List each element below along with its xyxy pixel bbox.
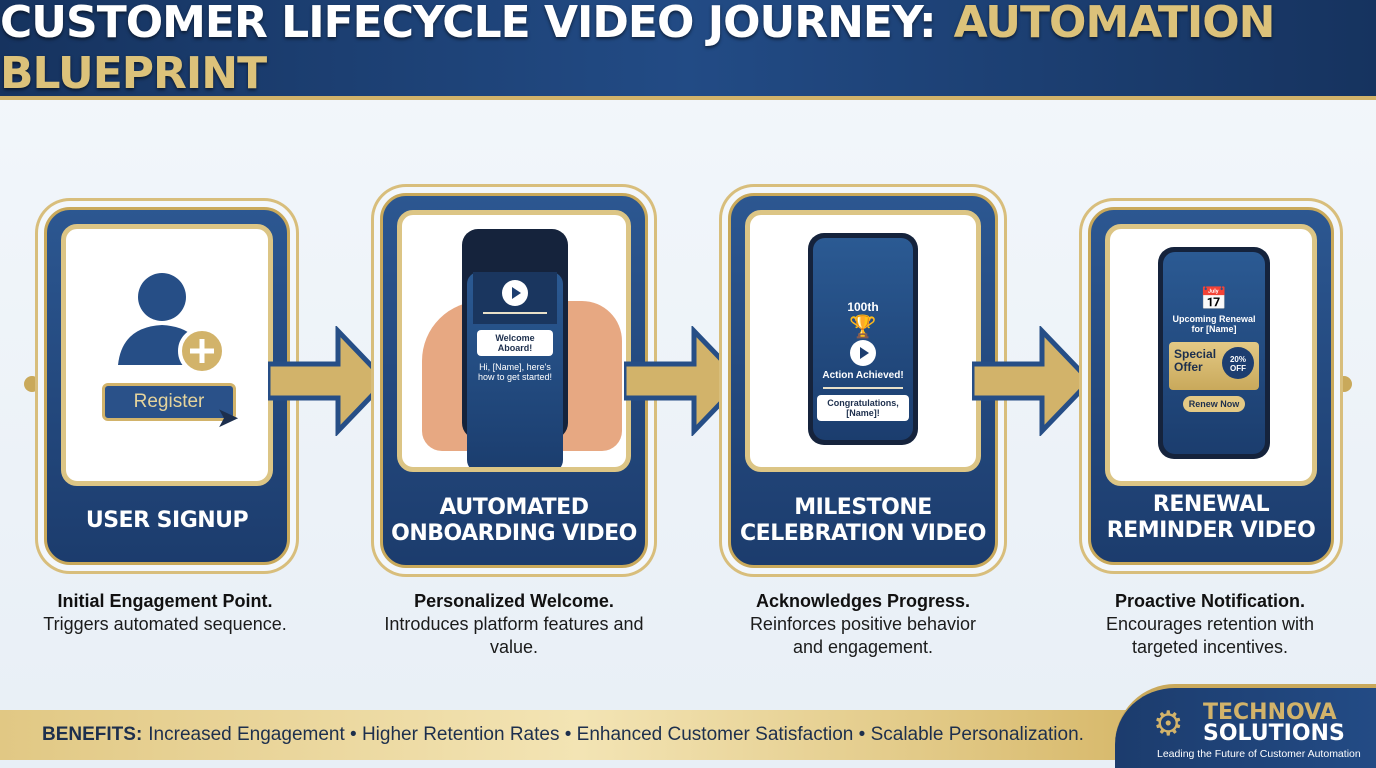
register-button: Register — [102, 383, 236, 421]
header: CUSTOMER LIFECYCLE VIDEO JOURNEY:AUTOMAT… — [0, 0, 1376, 100]
discount-badge: 20% OFF — [1222, 347, 1254, 379]
user-add-icon — [118, 273, 226, 375]
trophy-icon: 🏆 — [849, 314, 877, 339]
step-card-user-signup: Register ➤ USER SIGNUP — [44, 207, 290, 565]
step-card-milestone: 100th 🏆 Action Achieved! Congratulations… — [728, 193, 998, 568]
video-progress — [823, 387, 903, 389]
arrow-right-icon — [972, 326, 1092, 436]
welcome-pill: Welcome Aboard! — [477, 330, 553, 356]
screen-heading: Action Achieved! — [822, 370, 904, 381]
cursor-icon: ➤ — [216, 402, 240, 433]
connector-dot — [1336, 376, 1352, 392]
step-card-renewal: 📅 Upcoming Renewal for [Name] Special Of… — [1088, 207, 1334, 565]
step-description: Proactive Notification.Encourages retent… — [1105, 591, 1315, 657]
calendar-clock-icon: 📅 — [1200, 286, 1228, 311]
congrats-pill: Congratulations, [Name]! — [817, 395, 909, 421]
step-card-onboarding: Welcome Aboard! Hi, [Name], here's how t… — [380, 193, 648, 568]
step-image-frame: Welcome Aboard! Hi, [Name], here's how t… — [397, 210, 631, 472]
gear-play-icon: ⚙ — [1153, 705, 1184, 743]
phone-mockup: 📅 Upcoming Renewal for [Name] Special Of… — [1158, 247, 1270, 459]
renew-now-button: Renew Now — [1183, 396, 1245, 412]
video-progress — [483, 312, 547, 314]
phone-mockup: 100th 🏆 Action Achieved! Congratulations… — [808, 233, 918, 445]
step-label: MILESTONE CELEBRATION VIDEO — [740, 495, 986, 546]
play-icon — [502, 280, 528, 306]
connector-dot — [24, 376, 40, 392]
step-image-frame: 100th 🏆 Action Achieved! Congratulations… — [745, 210, 981, 472]
step-description: Personalized Welcome.Introduces platform… — [384, 591, 644, 657]
step-image-frame: 📅 Upcoming Renewal for [Name] Special Of… — [1105, 224, 1317, 486]
page-title: CUSTOMER LIFECYCLE VIDEO JOURNEY:AUTOMAT… — [0, 0, 1275, 99]
step-label: AUTOMATED ONBOARDING VIDEO — [391, 495, 637, 546]
phone-mockup: Welcome Aboard! Hi, [Name], here's how t… — [462, 229, 568, 467]
screen-text: Hi, [Name], here's how to get started! — [477, 362, 553, 382]
benefits-bar: BENEFITS:Increased Engagement • Higher R… — [0, 710, 1160, 760]
milestone-badge: 100th — [847, 300, 879, 314]
arrow-right-icon — [268, 326, 388, 436]
arrow-right-icon — [624, 326, 744, 436]
logo-tagline: Leading the Future of Customer Automatio… — [1157, 748, 1361, 760]
step-label: RENEWAL REMINDER VIDEO — [1106, 492, 1316, 543]
step-image-frame: Register ➤ — [61, 224, 273, 486]
step-label: USER SIGNUP — [85, 508, 249, 533]
screen-heading: Upcoming Renewal for [Name] — [1172, 314, 1256, 334]
step-description: Initial Engagement Point.Triggers automa… — [43, 591, 287, 634]
step-description: Acknowledges Progress.Reinforces positiv… — [749, 591, 977, 657]
play-icon — [850, 340, 876, 366]
special-offer-banner: Special Offer 20% OFF — [1169, 342, 1259, 390]
